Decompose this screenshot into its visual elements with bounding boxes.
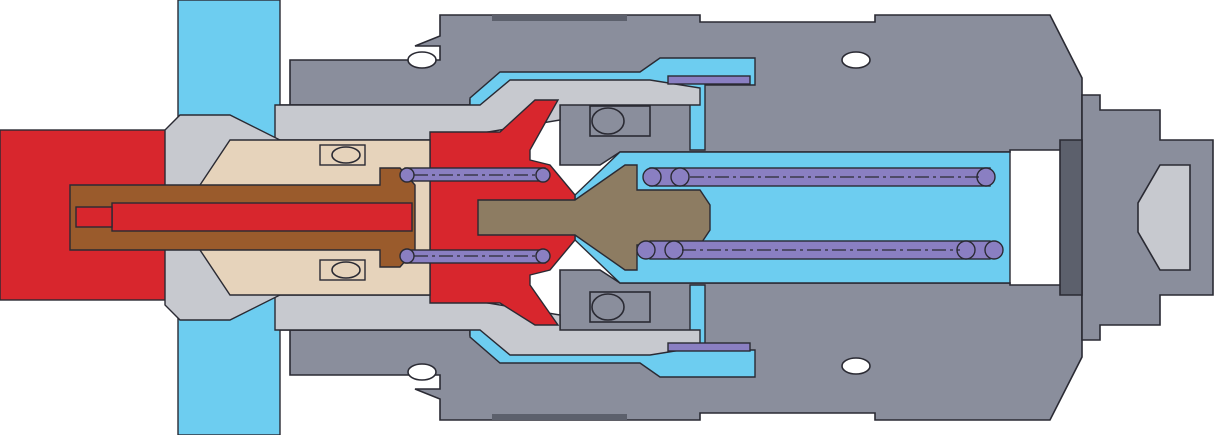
coil-end [984,240,1004,260]
coil-end [535,248,551,264]
end-fitting [1059,94,1214,341]
housing-top-groove [492,15,627,21]
coil-end [636,240,656,260]
bearing-top-ball [591,107,625,135]
o-ring-bottom-left [407,363,437,381]
seat-ring-bottom [331,261,361,279]
inner-hot-rod [111,202,413,232]
end-fitting-nut [1059,139,1083,296]
coil-end [642,167,662,187]
o-ring-top-right [841,51,871,69]
o-ring-top-left [407,51,437,69]
bearing-bottom-ball [591,293,625,321]
end-fitting-port [1137,164,1191,271]
coil-end [670,167,690,187]
coil-end [399,167,415,183]
copper-core [69,167,416,268]
coil-end [664,240,684,260]
coil-end [976,167,996,187]
coil-spring [399,75,1004,352]
coil-end [399,248,415,264]
o-ring-seal [331,51,871,381]
coil-end [535,167,551,183]
inner-sleeve [274,79,701,356]
copper-core-slot [75,206,113,228]
seat-ring-top [331,146,361,164]
spring-small-bottom [667,342,751,352]
o-ring-bottom-right [841,357,871,375]
housing-bottom-groove [492,414,627,420]
spring-small-top [667,75,751,85]
